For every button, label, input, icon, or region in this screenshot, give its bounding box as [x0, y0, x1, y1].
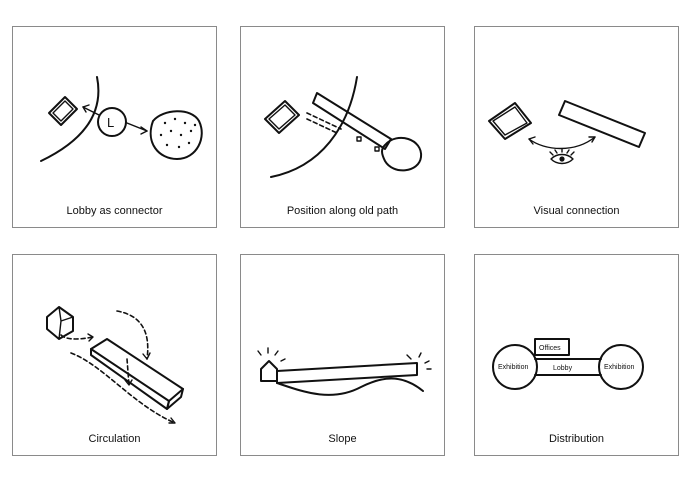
end-blob: [381, 136, 423, 172]
old-path-arc: [270, 76, 358, 178]
exhibition-circle-left: [492, 344, 538, 390]
panel-caption: Distribution: [548, 433, 605, 445]
panel-lobby-as-connector: L Lobby as connector: [12, 26, 217, 228]
terrain-line: [276, 377, 424, 396]
distribution-sketch: Offices Lobby Exhibition Exhibition: [492, 338, 644, 390]
light-rays: [257, 347, 286, 362]
arrow-to-courtyard: [126, 122, 148, 132]
old-path-sketch: [264, 76, 423, 178]
sloping-bar: [276, 362, 418, 384]
lobby-marker-label: L: [107, 115, 114, 130]
circulation-arrow: [126, 358, 130, 386]
courtyard-dots: [159, 117, 197, 149]
long-bar-volume: [558, 100, 646, 148]
house-icon: [46, 306, 74, 340]
eye-icon: [549, 148, 575, 165]
courtyard-blob: [149, 110, 203, 160]
lobby-bar: [534, 358, 602, 376]
circulation-arrow: [60, 334, 94, 340]
panel-caption: Visual connection: [533, 205, 620, 217]
old-path-curve: [40, 76, 100, 162]
panel-caption: Circulation: [88, 433, 141, 445]
exhibition-label-left: Exhibition: [498, 364, 528, 371]
slope-sketch: [257, 347, 432, 396]
lobby-label: Lobby: [553, 365, 573, 372]
long-bar-volume: [312, 92, 392, 150]
offices-label: Offices: [539, 345, 561, 352]
small-square: [356, 136, 362, 142]
visual-connection-sketch: [488, 100, 646, 165]
panel-circulation: Circulation: [12, 254, 217, 456]
view-arrow: [528, 136, 596, 150]
building-box: [264, 100, 300, 134]
lobby-connector-sketch: L: [40, 76, 203, 162]
panel-position-along-old-path: Position along old path: [240, 26, 445, 228]
building-box: [48, 96, 78, 126]
panel-distribution: Offices Lobby Exhibition Exhibition Dist…: [474, 254, 679, 456]
lobby-circle: [97, 107, 127, 137]
arrow-to-building: [82, 106, 100, 116]
offices-box: [534, 338, 570, 356]
house-icon: [260, 360, 278, 382]
dashed-connection: [306, 112, 342, 130]
long-bar-volume: [90, 338, 184, 410]
panel-slope: Slope: [240, 254, 445, 456]
exhibition-label-right: Exhibition: [604, 364, 634, 371]
circulation-arrow: [70, 352, 176, 424]
panel-visual-connection: Visual connection: [474, 26, 679, 228]
small-square: [374, 146, 380, 152]
light-rays: [406, 352, 432, 370]
panel-caption: Lobby as connector: [66, 205, 163, 217]
building-box: [488, 102, 532, 140]
circulation-arrow: [116, 310, 149, 360]
panel-caption: Slope: [328, 433, 357, 445]
circulation-sketch: [46, 306, 184, 424]
panel-caption: Position along old path: [286, 205, 399, 217]
exhibition-circle-right: [598, 344, 644, 390]
